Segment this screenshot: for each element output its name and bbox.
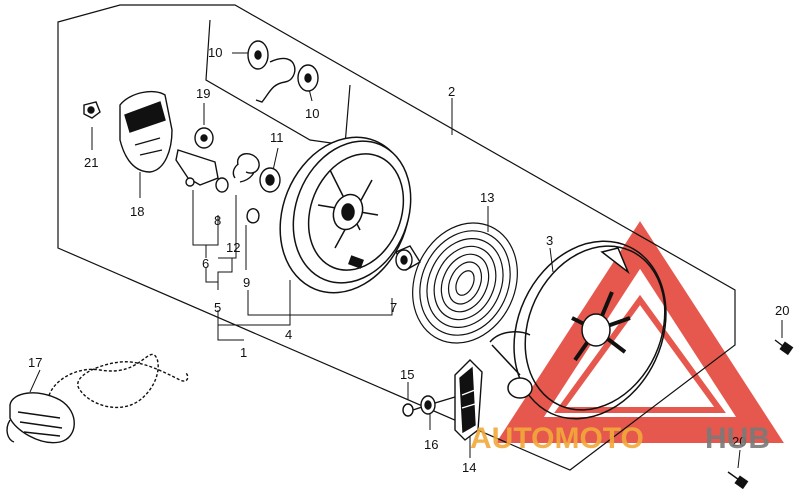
label-20a: 20 — [775, 303, 789, 318]
part-7-bushing — [395, 245, 421, 271]
label-6: 6 — [202, 256, 209, 271]
watermark-hub: HUB — [705, 422, 770, 455]
part-13-recoil-spring — [412, 222, 518, 344]
label-3: 3 — [546, 233, 553, 248]
label-2: 2 — [448, 84, 455, 99]
label-15: 15 — [400, 367, 414, 382]
watermark-automoto: AUTOMOTO — [470, 422, 644, 455]
label-18: 18 — [130, 204, 144, 219]
label-16: 16 — [424, 437, 438, 452]
part-17-starter-rope — [6, 353, 189, 444]
assembly-outline — [57, 4, 736, 471]
part-3-starter-case — [489, 240, 667, 420]
label-8: 8 — [214, 213, 221, 228]
label-13: 13 — [480, 190, 494, 205]
label-21: 21 — [84, 155, 98, 170]
part-19-collar — [194, 127, 214, 149]
label-12: 12 — [226, 240, 240, 255]
label-20b: 20 — [732, 434, 746, 449]
part-21-nut — [83, 101, 101, 119]
part-number-labels: 1 2 3 4 5 6 7 8 9 10 10 11 12 13 14 15 1… — [28, 45, 789, 475]
watermark-text: AUTOMOTO HUB — [470, 422, 770, 455]
watermark-logo — [496, 221, 784, 443]
label-17: 17 — [28, 355, 42, 370]
part-15-16-bolt — [402, 395, 456, 417]
part-11-spring — [237, 153, 281, 193]
part-14-handle — [454, 359, 483, 441]
label-7: 7 — [390, 300, 397, 315]
label-1: 1 — [240, 345, 247, 360]
label-4: 4 — [285, 327, 292, 342]
part-10-washers — [247, 40, 319, 103]
part-20-bolts — [727, 339, 794, 490]
label-9: 9 — [243, 275, 250, 290]
label-10a: 10 — [208, 45, 222, 60]
label-5: 5 — [214, 300, 221, 315]
label-10b: 10 — [305, 106, 319, 121]
part-18-ratchet-cover — [119, 90, 173, 173]
label-19: 19 — [196, 86, 210, 101]
label-14: 14 — [462, 460, 476, 475]
label-11: 11 — [270, 130, 284, 145]
part-4-reel — [279, 136, 412, 294]
leader-lines — [29, 52, 783, 469]
